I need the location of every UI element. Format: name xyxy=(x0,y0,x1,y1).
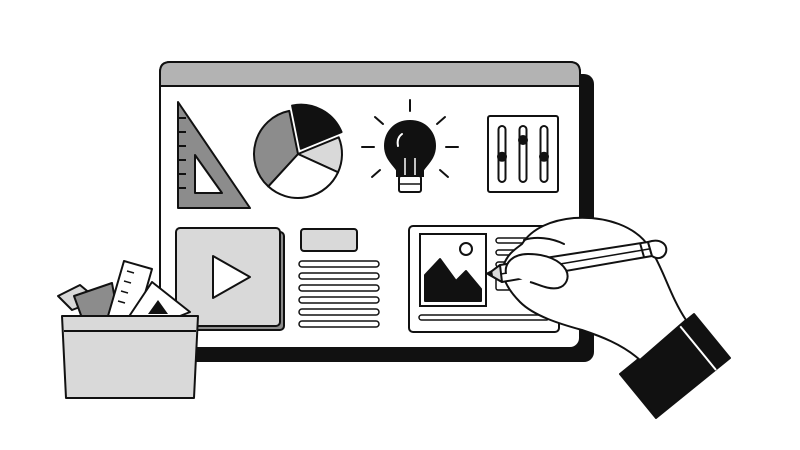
text-line xyxy=(298,260,380,268)
pie-chart-icon xyxy=(253,103,343,199)
play-icon xyxy=(212,255,251,299)
pie-slice-mid xyxy=(253,109,299,188)
text-line xyxy=(298,272,380,280)
sliders-icon xyxy=(487,115,559,193)
text-line xyxy=(298,296,380,304)
text-heading-placeholder xyxy=(300,228,358,252)
slider-knob xyxy=(539,151,549,162)
lightbulb-icon xyxy=(361,99,459,193)
pie-slice-white xyxy=(267,153,340,199)
set-square-icon xyxy=(177,101,251,209)
text-line xyxy=(298,320,380,328)
video-panel xyxy=(175,227,285,331)
folder-icon xyxy=(57,260,199,399)
image-icon xyxy=(419,233,487,307)
hand-finger xyxy=(504,236,569,290)
text-block xyxy=(298,228,380,328)
pie-slice-dark xyxy=(291,103,343,150)
card-line xyxy=(418,314,550,321)
slider-knob xyxy=(518,135,528,145)
text-line xyxy=(298,284,380,292)
tablet-title-bar xyxy=(159,61,581,87)
slider-knob xyxy=(497,151,507,162)
slider-track xyxy=(518,125,528,183)
text-line xyxy=(298,308,380,316)
